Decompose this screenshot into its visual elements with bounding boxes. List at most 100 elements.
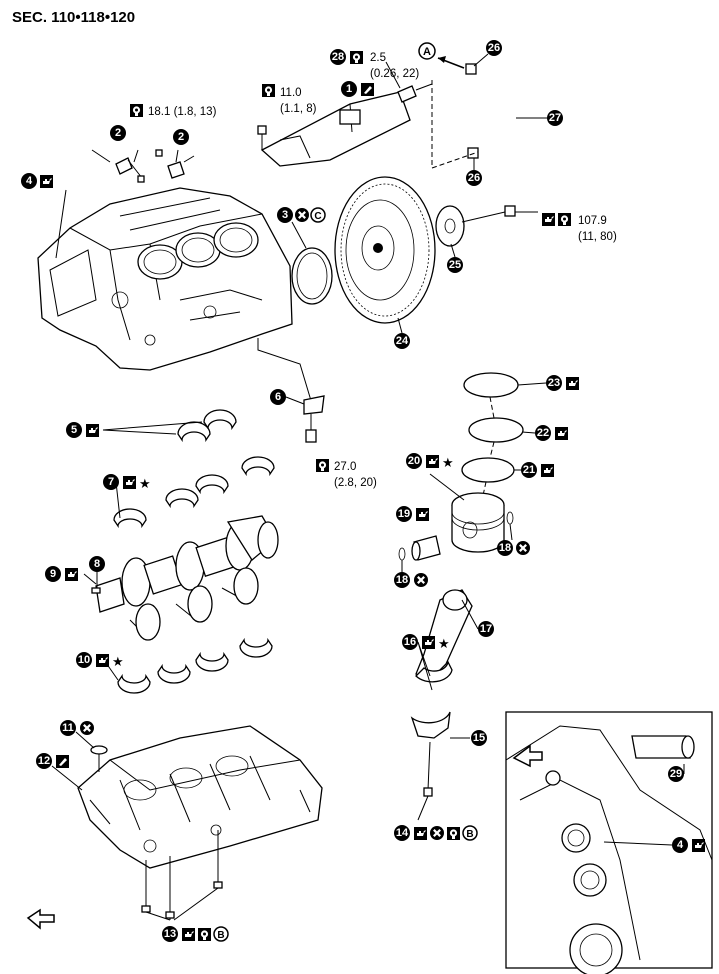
svg-text:4: 4 [677, 839, 684, 851]
svg-text:C: C [314, 211, 321, 222]
connecting-rod-cap [410, 711, 451, 739]
ref-c: C [310, 207, 326, 223]
ref-b-14: B [462, 825, 478, 841]
torque-drain-plug-units: (2.8, 20) [334, 477, 377, 489]
svg-text:10: 10 [78, 654, 90, 666]
svg-text:5: 5 [71, 424, 77, 436]
svg-text:19: 19 [398, 508, 410, 520]
svg-text:23: 23 [548, 377, 560, 389]
crankshaft-key [91, 587, 101, 594]
svg-text:15: 15 [473, 732, 485, 744]
callout-6: 6 [270, 389, 286, 405]
knock-sensor-left [115, 157, 145, 183]
upper-main-bearings [113, 456, 275, 529]
callout-20: 20 [406, 453, 422, 469]
ref-a: A [418, 42, 436, 60]
svg-text:6: 6 [275, 391, 281, 403]
svg-text:12: 12 [38, 755, 50, 767]
callout-11: 11 [60, 720, 76, 736]
svg-text:26: 26 [468, 172, 480, 184]
top-ring [463, 372, 519, 398]
rear-oil-seal [291, 247, 333, 305]
svg-text:27: 27 [549, 112, 561, 124]
callout-24: 24 [394, 333, 410, 349]
torque-drain-plug: 27.0 [334, 461, 356, 473]
callout-2a: 2 [110, 125, 126, 141]
callout-21: 21 [521, 462, 537, 478]
svg-text:22: 22 [537, 427, 549, 439]
thrust-bearings [177, 409, 237, 443]
svg-text:4: 4 [26, 175, 33, 187]
star-icon: ★ [442, 455, 454, 470]
svg-text:20: 20 [408, 455, 420, 467]
svg-text:9: 9 [50, 568, 56, 580]
svg-text:13: 13 [164, 928, 176, 940]
callout-12: 12 [36, 753, 52, 769]
callout-4: 4 [21, 173, 37, 189]
lower-main-bearings [117, 637, 273, 694]
callout-29: 29 [668, 766, 684, 782]
torque-28: 2.5 [370, 52, 386, 64]
ref-b-13: B [213, 926, 229, 942]
cylinder-block [37, 187, 293, 371]
svg-text:8: 8 [94, 558, 100, 570]
svg-text:29: 29 [670, 768, 682, 780]
callout-8: 8 [89, 556, 105, 572]
callout-1: 1 [341, 81, 357, 97]
hose-clamp-lower [467, 147, 479, 159]
callout-16: 16 [402, 634, 418, 650]
svg-text:24: 24 [396, 335, 409, 347]
svg-text:18: 18 [499, 542, 511, 554]
drain-plug [305, 429, 317, 443]
callout-3: 3 [277, 207, 293, 223]
oil-pump-cover [260, 91, 411, 167]
torque-drive-plate: 107.9 [578, 215, 607, 227]
hose-routing-line [431, 80, 479, 169]
callout-22: 22 [535, 425, 551, 441]
star-icon: ★ [438, 636, 450, 651]
callout-19: 19 [396, 506, 412, 522]
drive-plate-bolt [504, 205, 516, 217]
callout-9: 9 [45, 566, 61, 582]
connecting-rod-bolt [423, 787, 433, 797]
svg-text:2: 2 [115, 127, 121, 139]
svg-text:7: 7 [108, 476, 114, 488]
svg-text:28: 28 [332, 51, 344, 63]
piston [451, 492, 505, 553]
knock-sensor-right [155, 149, 195, 179]
inset-front-arrow-icon [512, 744, 543, 768]
callout-28: 28 [330, 49, 346, 65]
reinforcement-plate [435, 205, 465, 247]
callout-18a: 18 [497, 540, 513, 556]
drive-plate [334, 176, 436, 324]
callout-10: 10 [76, 652, 92, 668]
svg-text:14: 14 [396, 827, 409, 839]
callout-23: 23 [546, 375, 562, 391]
oil-ring [461, 457, 515, 483]
svg-text:16: 16 [404, 636, 416, 648]
svg-text:B: B [217, 930, 224, 941]
callout-18b: 18 [394, 572, 410, 588]
torque-drive-plate-units: (11, 80) [578, 231, 617, 243]
svg-text:26: 26 [488, 42, 500, 54]
torque-top: 11.0 [280, 87, 302, 99]
svg-text:1: 1 [346, 83, 352, 95]
front-arrow-icon [26, 908, 55, 930]
connecting-rod [415, 589, 473, 683]
svg-text:2: 2 [178, 131, 184, 143]
callout-14: 14 [394, 825, 410, 841]
svg-text:3: 3 [282, 209, 288, 221]
callout-26b: 26 [466, 170, 482, 186]
callout-7: 7 [103, 474, 119, 490]
page-title: SEC. 110•118•120 [12, 9, 135, 26]
callout-5: 5 [66, 422, 82, 438]
svg-text:11: 11 [62, 722, 74, 734]
oil-pressure-switch [397, 85, 417, 103]
torque-28-units: (0.26, 22) [370, 68, 419, 80]
star-icon: ★ [112, 654, 124, 669]
callout-17: 17 [478, 621, 494, 637]
callout-15: 15 [471, 730, 487, 746]
hose-clamp [465, 63, 477, 75]
torque-knock-sensor: 18.1 (1.8, 13) [148, 106, 217, 118]
svg-text:25: 25 [449, 259, 461, 271]
